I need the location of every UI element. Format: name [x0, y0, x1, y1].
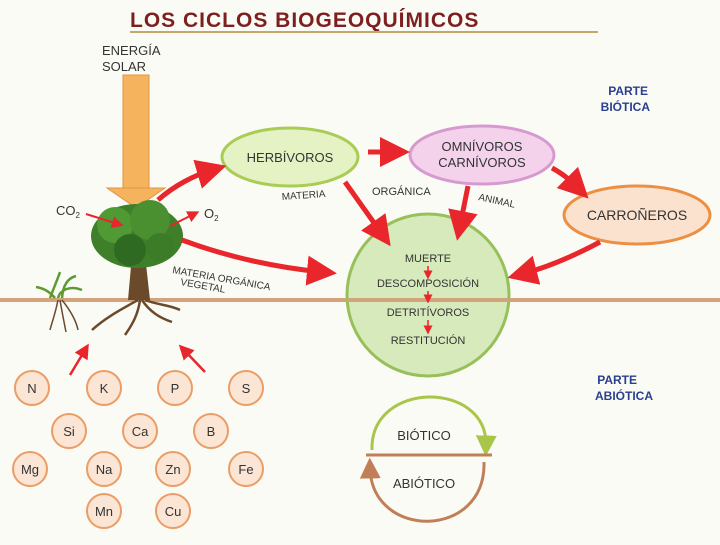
- arrow-omnivoros-to-carroneros: [550, 165, 589, 199]
- biotico-arc: [370, 395, 497, 457]
- element-bubble-cu: [155, 493, 191, 529]
- biotico-label: BIÓTICO: [397, 428, 450, 443]
- arrow-carroneros-to-decomp: [507, 239, 602, 285]
- arrow-herbivoros-to-decomp: [342, 180, 391, 247]
- arrow-omnivoros-to-decomp: [448, 185, 478, 241]
- element-bubble-na: [86, 451, 122, 487]
- element-bubble-s: [228, 370, 264, 406]
- element-label-zn: Zn: [165, 462, 180, 477]
- grass-icon: [35, 271, 83, 333]
- element-bubble-p: [157, 370, 193, 406]
- element-label-mg: Mg: [21, 462, 39, 477]
- element-label-si: Si: [63, 424, 75, 439]
- sun-arrow-icon: [105, 74, 167, 209]
- energy-label-line2: SOLAR: [102, 59, 146, 74]
- element-label-p: P: [171, 381, 180, 396]
- decomp-step-descomposicion: DESCOMPOSICIÓN: [377, 277, 479, 290]
- o2-arrow: [169, 211, 200, 227]
- abiotico-label: ABIÓTICO: [393, 476, 455, 491]
- element-label-n: N: [27, 381, 36, 396]
- co2-arrow: [85, 213, 124, 228]
- parte-abiotica-line1: PARTE: [597, 373, 637, 387]
- organica-label: ORGÁNICA: [372, 185, 431, 198]
- element-label-ca: Ca: [132, 424, 149, 439]
- element-label-b: B: [207, 424, 216, 439]
- energy-label-line1: ENERGÍA: [102, 43, 161, 58]
- herbivoros-label: HERBÍVOROS: [247, 150, 334, 165]
- parte-abiotica-line2: ABIÓTICA: [595, 388, 653, 403]
- element-label-cu: Cu: [165, 504, 182, 519]
- omnivoros-label-line2: CARNÍVOROS: [438, 155, 526, 170]
- o2-label: O2: [204, 206, 219, 223]
- co2-label: CO2: [56, 203, 81, 220]
- decomp-step-muerte: MUERTE: [405, 253, 451, 265]
- carroneros-node: [562, 184, 712, 246]
- element-bubble-n: [14, 370, 50, 406]
- decomp-step-restitucion: RESTITUCIÓN: [391, 334, 466, 347]
- parte-biotica-line1: PARTE: [608, 84, 648, 98]
- element-label-k: K: [100, 381, 109, 396]
- page-title: LOS CICLOS BIOGEOQUÍMICOS: [130, 9, 479, 32]
- animal-label: ANIMAL: [477, 192, 516, 211]
- omnivoros-label-line1: OMNÍVOROS: [442, 139, 523, 154]
- element-bubble-ca: [122, 413, 158, 449]
- parte-biotica-line2: BIÓTICA: [601, 99, 651, 114]
- element-bubble-b: [193, 413, 229, 449]
- materia-label: MATERIA: [281, 189, 326, 203]
- element-label-fe: Fe: [238, 462, 253, 477]
- arrow-tree-to-herbivoros: [156, 159, 227, 202]
- decomp-step-detritivoros: DETRITÍVOROS: [387, 306, 470, 319]
- element-bubble-k: [86, 370, 122, 406]
- element-bubble-si: [51, 413, 87, 449]
- element-label-na: Na: [96, 462, 113, 477]
- abiotico-arc: [359, 457, 486, 523]
- element-bubble-fe: [228, 451, 264, 487]
- tree-icon: [91, 200, 183, 336]
- carroneros-label: CARROÑEROS: [587, 207, 687, 223]
- arrow-soil-to-tree: [178, 344, 206, 373]
- omnivoros-node: [408, 124, 556, 186]
- element-bubble-mn: [86, 493, 122, 529]
- herbivoros-node: [220, 126, 360, 188]
- element-bubble-zn: [155, 451, 191, 487]
- element-label-mn: Mn: [95, 504, 113, 519]
- arrow-soil-to-grass: [68, 343, 89, 376]
- element-label-s: S: [242, 381, 251, 396]
- element-bubble-mg: [12, 451, 48, 487]
- arrow-tree-to-decomp: [181, 237, 337, 286]
